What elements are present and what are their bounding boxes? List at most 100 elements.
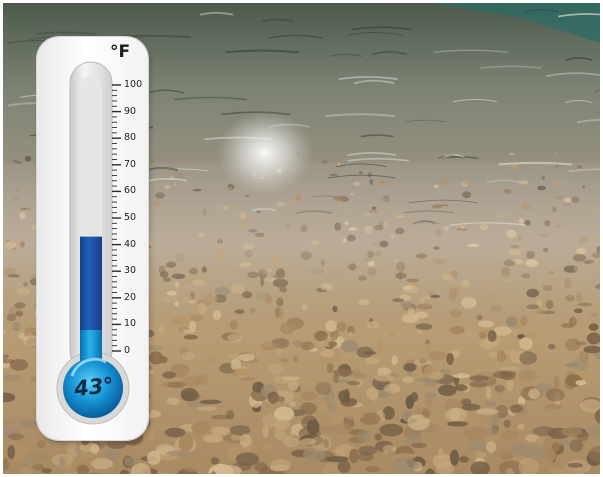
pebble [3, 358, 14, 364]
pebble [588, 446, 600, 463]
pebble [301, 391, 317, 401]
pebble [24, 155, 32, 162]
pebble [462, 365, 473, 374]
pebble [416, 377, 434, 383]
pebble [230, 434, 241, 441]
pebble [407, 414, 430, 431]
pebble [402, 376, 415, 384]
pebble [293, 355, 299, 363]
pebble [314, 425, 337, 432]
pebble [565, 338, 581, 351]
pebble [439, 368, 451, 375]
ripple [545, 72, 600, 78]
pebble [300, 438, 317, 446]
pebble [208, 355, 215, 364]
pebble [452, 373, 470, 379]
pebble [76, 464, 90, 474]
ripple [173, 96, 248, 101]
pebble [450, 449, 459, 466]
pebble [437, 447, 445, 460]
pebble [210, 457, 220, 465]
pebble [182, 329, 196, 334]
pebble [519, 337, 533, 350]
pebble [180, 387, 198, 401]
pebble [3, 330, 7, 335]
pebble [486, 441, 497, 453]
pebble [303, 447, 326, 462]
pebble [518, 457, 540, 474]
pebble [334, 348, 341, 362]
pebble [432, 453, 452, 469]
teal-water-corner [433, 3, 600, 43]
pebble [364, 357, 380, 365]
pebble [503, 419, 511, 428]
pebble [196, 406, 218, 411]
pebble [274, 406, 295, 422]
pebble [189, 321, 196, 332]
pebble [146, 369, 154, 374]
scale-ticks [112, 84, 121, 352]
pebble [575, 380, 587, 386]
ripple [353, 79, 395, 85]
pebble [424, 392, 437, 399]
pebble [492, 370, 514, 379]
pebble [18, 419, 40, 429]
pebble [561, 426, 583, 437]
pebble [239, 376, 256, 381]
pebble [505, 468, 515, 474]
pebble [319, 402, 328, 413]
pebble [178, 435, 194, 452]
pebble [8, 433, 24, 441]
pebble [37, 440, 46, 449]
pebble [419, 358, 427, 364]
pebble [444, 407, 468, 423]
pebble [195, 373, 209, 386]
pebble [277, 396, 285, 403]
ripple [225, 49, 299, 54]
pebble [518, 370, 538, 382]
pebble [593, 351, 600, 359]
pebble [485, 386, 492, 399]
sun-glare [217, 111, 313, 195]
pebble [411, 442, 427, 448]
pebble [325, 456, 349, 463]
pebble [66, 442, 79, 459]
thermometer-bulb [63, 358, 123, 418]
pebble [446, 421, 468, 427]
pebble [300, 402, 317, 415]
pebble [6, 465, 33, 474]
pebble [336, 321, 347, 332]
pebble [338, 390, 350, 402]
ripple [404, 119, 446, 123]
pebble [586, 332, 600, 345]
pebble [438, 384, 457, 397]
ripple [262, 18, 294, 23]
pebble [235, 452, 259, 467]
pebble [535, 437, 544, 446]
pebble [500, 366, 521, 372]
pebble [12, 159, 18, 163]
pebble [469, 375, 489, 382]
pebble [374, 374, 395, 382]
pebble [460, 398, 472, 406]
pebble [567, 462, 583, 468]
scale-label-0: 0 [124, 345, 131, 356]
pebble [415, 323, 433, 330]
ripple [199, 11, 234, 16]
pebble [359, 412, 381, 425]
pebble [424, 365, 435, 377]
pebble [262, 444, 275, 453]
pebble [211, 414, 230, 420]
pebble [62, 471, 79, 474]
pebble [393, 456, 417, 474]
pebble [337, 460, 351, 473]
pebble [564, 376, 576, 390]
pebble [221, 332, 241, 341]
pebble [217, 465, 242, 474]
ripple [35, 31, 97, 35]
pebble [320, 350, 336, 358]
pebble [580, 399, 600, 413]
pebble [483, 401, 497, 407]
pebble [226, 410, 235, 420]
pebble [366, 386, 379, 401]
